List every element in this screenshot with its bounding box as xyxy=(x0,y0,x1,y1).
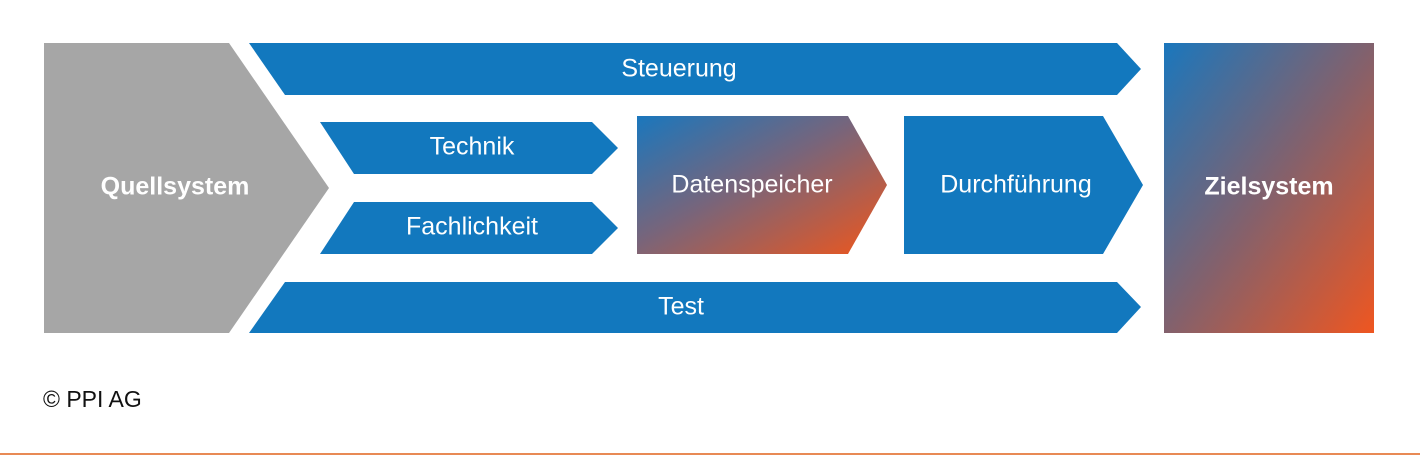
input-technik-label: Technik xyxy=(430,133,515,161)
migration-process-diagram: Quellsystem Steuerung Technik Fachlichke… xyxy=(44,43,1374,333)
execution-label: Durchführung xyxy=(940,171,1091,199)
copyright-notice: © PPI AG xyxy=(43,386,142,412)
control-band: Steuerung xyxy=(249,43,1141,95)
control-band-shape xyxy=(249,43,1141,95)
input-fachlichkeit-label: Fachlichkeit xyxy=(406,213,538,241)
storage-node: Datenspeicher xyxy=(637,116,887,254)
source-system-label: Quellsystem xyxy=(101,173,250,201)
input-fachlichkeit-shape xyxy=(320,202,618,254)
input-fachlichkeit-node: Fachlichkeit xyxy=(320,202,618,254)
storage-label: Datenspeicher xyxy=(671,171,832,199)
input-technik-node: Technik xyxy=(320,122,618,174)
source-system-node: Quellsystem xyxy=(44,43,329,333)
test-band: Test xyxy=(249,282,1141,333)
control-band-label: Steuerung xyxy=(621,55,736,83)
execution-shape xyxy=(904,116,1143,254)
test-band-label: Test xyxy=(658,293,704,321)
bottom-divider xyxy=(0,453,1420,455)
execution-node: Durchführung xyxy=(904,116,1143,254)
target-system-label: Zielsystem xyxy=(1204,173,1333,201)
test-band-shape xyxy=(249,282,1141,333)
target-system-shape xyxy=(1164,43,1374,333)
input-technik-shape xyxy=(320,122,618,174)
target-system-node: Zielsystem xyxy=(1164,43,1374,333)
storage-shape xyxy=(637,116,887,254)
source-system-shape xyxy=(44,43,329,333)
